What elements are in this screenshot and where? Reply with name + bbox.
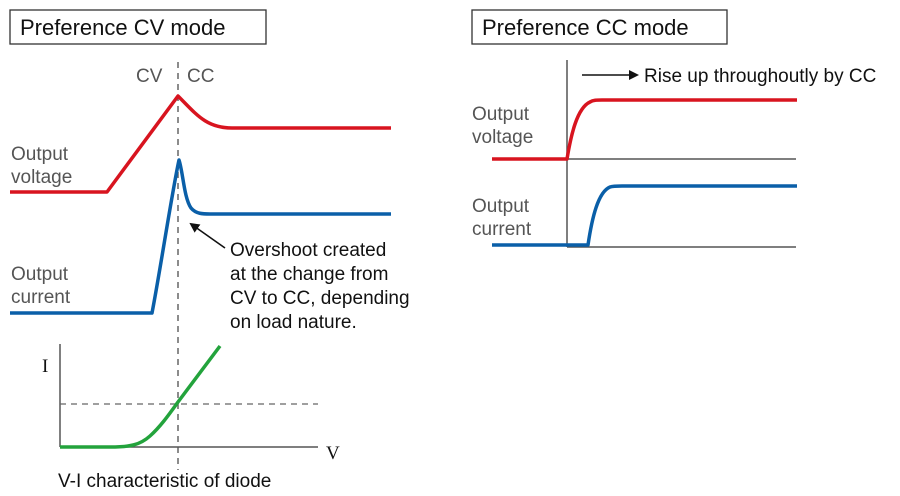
- cc-voltage-label-line2: voltage: [472, 127, 533, 148]
- cv-current-label-line1: Output: [11, 264, 69, 285]
- cc-marker: CC: [187, 66, 214, 87]
- cv-current-label-line2: current: [11, 287, 71, 308]
- cc-title: Preference CC mode: [482, 15, 689, 40]
- diode-caption: V-I characteristic of diode: [58, 471, 271, 492]
- cv-marker: CV: [136, 66, 163, 87]
- overshoot-note-line4: on load nature.: [230, 312, 357, 333]
- cv-voltage-label-line2: voltage: [11, 167, 72, 188]
- cc-note: Rise up throughoutly by CC: [644, 66, 876, 87]
- overshoot-note-line2: at the change from: [230, 264, 388, 285]
- cc-current-label-line1: Output: [472, 196, 530, 217]
- cv-voltage-label-line1: Output: [11, 144, 69, 165]
- cc-voltage-label-line1: Output: [472, 104, 530, 125]
- cc-voltage-trace: [492, 98, 797, 161]
- diode-vi-graph: I V V-I characteristic of diode: [42, 344, 340, 492]
- cc-title-box: [471, 9, 728, 45]
- cc-current-label-line2: current: [472, 219, 532, 240]
- overshoot-note-line3: CV to CC, depending: [230, 288, 410, 309]
- overshoot-note-line1: Overshoot created: [230, 240, 386, 261]
- cc-mode-panel: Preference CC mode Rise up throughoutly …: [471, 9, 876, 248]
- cv-title-box: [9, 9, 267, 45]
- cv-current-trace: [10, 158, 391, 315]
- cv-title: Preference CV mode: [20, 15, 225, 40]
- diode-y-axis-label: I: [42, 356, 48, 377]
- overshoot-arrow: [189, 222, 226, 249]
- diode-x-axis-label: V: [326, 443, 340, 464]
- cv-voltage-trace: [10, 94, 391, 194]
- cc-current-trace: [492, 184, 797, 247]
- cv-mode-panel: Preference CV mode CV CC Output voltage …: [9, 9, 410, 470]
- diode-curve: [60, 344, 222, 449]
